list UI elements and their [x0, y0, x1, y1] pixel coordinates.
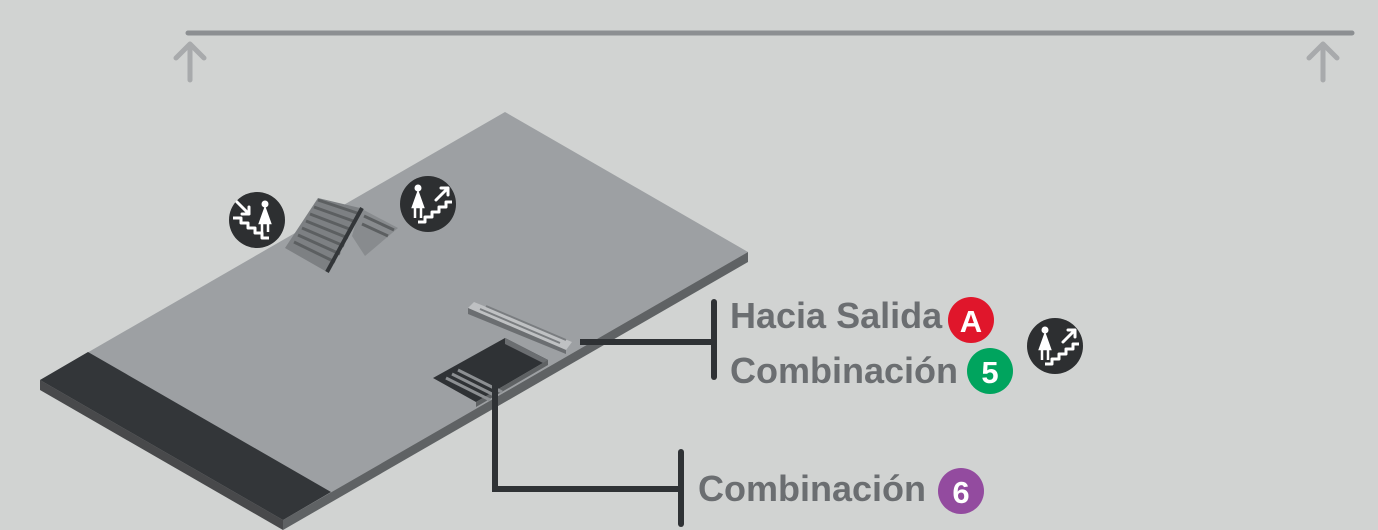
line-6-label: Combinación — [698, 468, 926, 509]
stairs-down-icon — [229, 192, 285, 248]
connector-exit-a — [580, 299, 717, 380]
arrow-up-icon — [173, 41, 207, 83]
arrow-up-icon — [1306, 41, 1340, 83]
upper-staircase — [285, 198, 398, 273]
line-a-badge — [948, 297, 994, 343]
platform-side — [283, 252, 748, 530]
line-5-label-group: Combinación 5 — [730, 348, 1013, 394]
exit-a-label: Hacia Salida — [730, 295, 943, 336]
line-5-badge-text: 5 — [981, 355, 998, 390]
exit-a-label-group: Hacia Salida A — [730, 295, 994, 343]
stairs-up-icon — [400, 176, 456, 232]
platform-edge-strip — [40, 352, 331, 520]
line-6-label-group: Combinación 6 — [698, 468, 984, 514]
platform-front — [40, 380, 283, 530]
platform — [40, 112, 748, 530]
platform-top — [40, 112, 748, 520]
line-5-label: Combinación — [730, 350, 958, 391]
line-a-badge-text: A — [960, 304, 982, 339]
escalator-exit-a — [468, 302, 572, 354]
stairs-up-icon — [1027, 318, 1083, 374]
line-6-badge — [938, 468, 984, 514]
line-5-badge — [967, 348, 1013, 394]
connector-line-6 — [492, 383, 684, 527]
line-6-badge-text: 6 — [952, 475, 969, 510]
